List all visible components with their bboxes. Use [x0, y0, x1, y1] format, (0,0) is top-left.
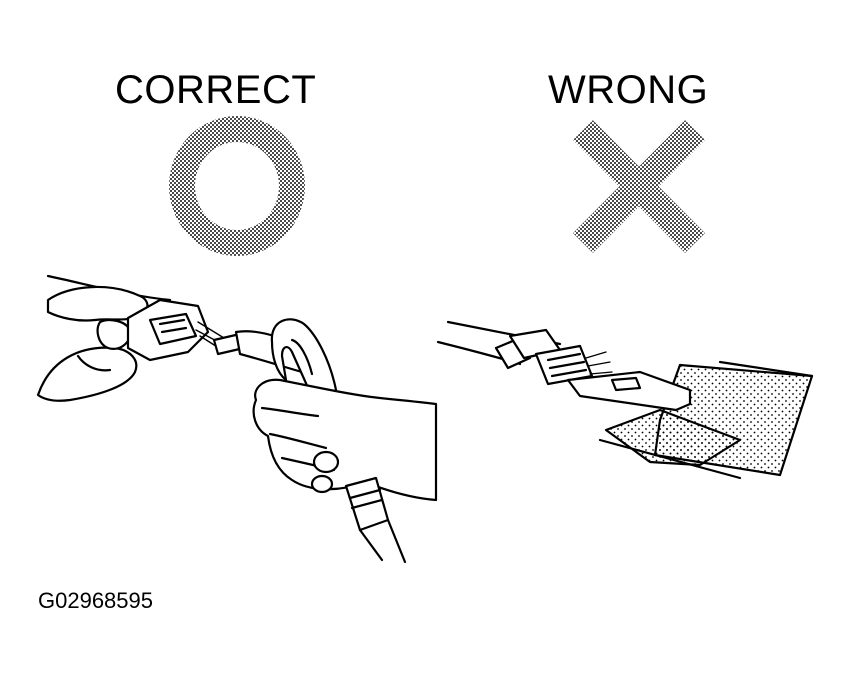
air-gun-cleaning-illustration: [36, 274, 438, 564]
correct-label: CORRECT: [115, 68, 317, 112]
connector-on-surface-illustration: [436, 320, 814, 480]
wrong-label: WRONG: [548, 68, 709, 112]
figure-code: G02968595: [38, 588, 153, 613]
cross-mark-icon: [573, 120, 705, 253]
circle-mark-icon: [169, 116, 305, 256]
